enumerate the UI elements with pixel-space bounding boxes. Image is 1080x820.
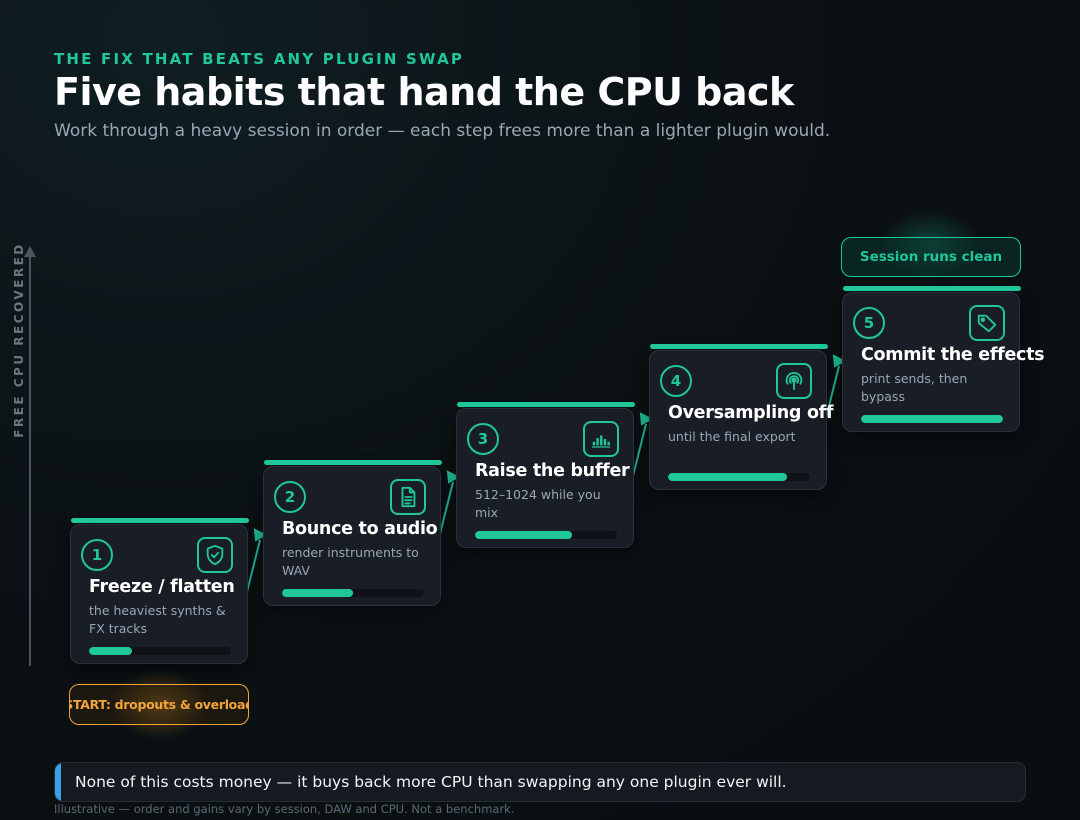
step-number: 5: [853, 307, 885, 339]
callout-accent-bar: [55, 763, 61, 801]
step-number: 1: [81, 539, 113, 571]
page-title: Five habits that hand the CPU back: [54, 70, 794, 114]
step-progress-fill: [282, 589, 353, 597]
step-card-5: 5 Commit the effects print sends, then b…: [842, 286, 1045, 432]
document-icon: [390, 479, 426, 515]
step-topbar: [650, 344, 828, 349]
step-number: 3: [467, 423, 499, 455]
y-axis-line: [29, 256, 31, 666]
start-badge: START: dropouts & overload: [69, 684, 249, 725]
start-glow: [110, 670, 210, 740]
page-subtitle: Work through a heavy session in order — …: [54, 121, 831, 141]
end-badge: Session runs clean: [841, 237, 1021, 277]
step-topbar: [457, 402, 635, 407]
step-progress-fill: [668, 473, 788, 481]
step-title: Commit the effects: [861, 345, 1045, 365]
step-title: Raise the buffer: [475, 461, 630, 481]
step-card-1: 1 Freeze / flatten the heaviest synths &…: [70, 518, 249, 664]
step-progress-bar: [475, 531, 617, 539]
eyebrow-label: THE FIX THAT BEATS ANY PLUGIN SWAP: [54, 50, 465, 68]
connector-1-2: [246, 539, 261, 593]
step-topbar: [843, 286, 1021, 291]
step-topbar: [264, 460, 442, 465]
step-progress-fill: [861, 415, 1003, 423]
step-topbar: [71, 518, 249, 523]
step-number: 4: [660, 365, 692, 397]
footnote: Illustrative — order and gains vary by s…: [54, 802, 515, 816]
step-progress-fill: [475, 531, 572, 539]
connector-3-4: [632, 423, 647, 477]
step-description: the heaviest synths & FX tracks: [89, 603, 226, 636]
step-card-3: 3 Raise the buffer 512–1024 while you mi…: [456, 402, 635, 548]
step-description: print sends, then bypass: [861, 371, 968, 404]
y-axis-label: FREE CPU RECOVERED: [12, 242, 26, 438]
callout-banner: None of this costs money — it buys back …: [54, 762, 1026, 802]
y-axis-arrow-icon: [24, 246, 36, 257]
step-description: until the final export: [668, 429, 796, 444]
tag-icon: [969, 305, 1005, 341]
broadcast-icon: [776, 363, 812, 399]
step-title: Bounce to audio: [282, 519, 438, 539]
step-progress-bar: [668, 473, 810, 481]
step-progress-fill: [89, 647, 132, 655]
step-description: 512–1024 while you mix: [475, 487, 601, 520]
shield-check-icon: [197, 537, 233, 573]
step-progress-bar: [861, 415, 1003, 423]
step-number: 2: [274, 481, 306, 513]
step-card-4: 4 Oversampling off until the final expor…: [649, 344, 834, 490]
callout-text: None of this costs money — it buys back …: [75, 773, 787, 791]
step-progress-bar: [282, 589, 424, 597]
step-title: Oversampling off: [668, 403, 834, 423]
step-progress-bar: [89, 647, 231, 655]
step-description: render instruments to WAV: [282, 545, 419, 578]
level-meter-icon: [583, 421, 619, 457]
connector-2-3: [439, 481, 454, 535]
step-card-2: 2 Bounce to audio render instruments to …: [263, 460, 442, 606]
step-title: Freeze / flatten: [89, 577, 235, 597]
